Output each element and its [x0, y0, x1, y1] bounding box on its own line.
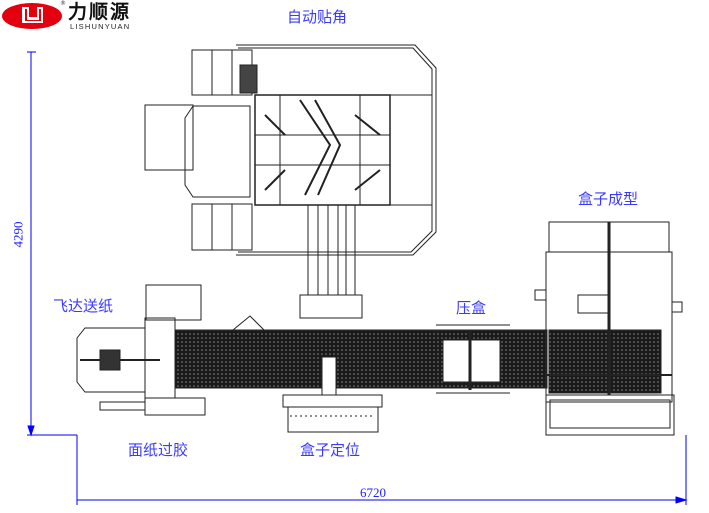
dimension-height: 4290 [10, 221, 26, 248]
conveyor [174, 315, 548, 396]
label-box-press: 压盒 [456, 299, 487, 317]
auto-corner-machine [144, 44, 437, 319]
registered-mark: ® [60, 0, 66, 7]
brand-name-cn: 力顺源 [68, 1, 132, 23]
label-feeder: 飞达送纸 [53, 297, 114, 315]
logo-icon [2, 3, 62, 29]
label-auto-corner: 自动贴角 [287, 8, 348, 26]
box-forming-machine [534, 221, 683, 436]
label-box-forming: 盒子成型 [578, 190, 639, 208]
brand-name-en: LISHUNYUAN [70, 22, 131, 31]
dimension-width: 6720 [360, 485, 386, 500]
box-positioning-unit [282, 394, 383, 433]
label-face-paper-gluing: 面纸过胶 [128, 441, 189, 459]
dimension-lines [27, 51, 688, 505]
label-box-positioning: 盒子定位 [300, 441, 361, 459]
